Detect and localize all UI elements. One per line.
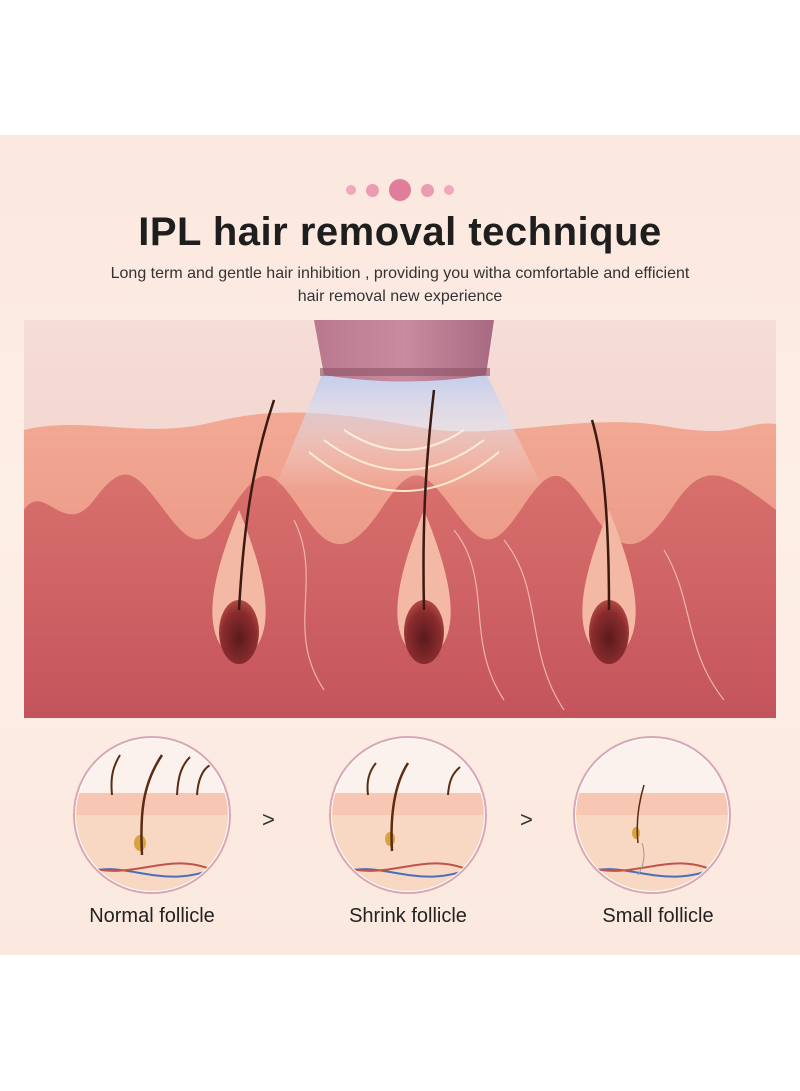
subtitle-line: Long term and gentle hair inhibition , p…	[110, 265, 690, 282]
skin-cross-section-illustration	[24, 320, 776, 718]
separator-arrow: >	[520, 807, 533, 832]
dot-icon	[444, 185, 454, 195]
stage-normal-follicle	[72, 735, 232, 895]
subtitle-line: hair removal new experience	[297, 288, 503, 305]
decorative-dots	[0, 175, 800, 205]
follicle-circle-icon	[73, 736, 231, 894]
follicle-circle-icon	[329, 736, 487, 894]
dot-icon	[346, 185, 356, 195]
page-title: IPL hair removal technique	[138, 210, 662, 254]
page-subtitle: Long term and gentle hair inhibition , p…	[40, 262, 760, 308]
stage-small-follicle	[572, 735, 732, 895]
dot-icon	[421, 183, 434, 197]
dot-icon	[389, 179, 411, 201]
stage-label: Normal follicle	[89, 905, 215, 927]
separator-arrow: >	[262, 807, 275, 832]
product-panel: IPL hair removal technique Long term and…	[0, 135, 800, 955]
stage-label: Shrink follicle	[349, 905, 467, 927]
follicle-circle-icon	[573, 736, 731, 894]
stage-label: Small follicle	[602, 905, 714, 927]
dot-icon	[366, 183, 379, 197]
stage-shrink-follicle	[328, 735, 488, 895]
